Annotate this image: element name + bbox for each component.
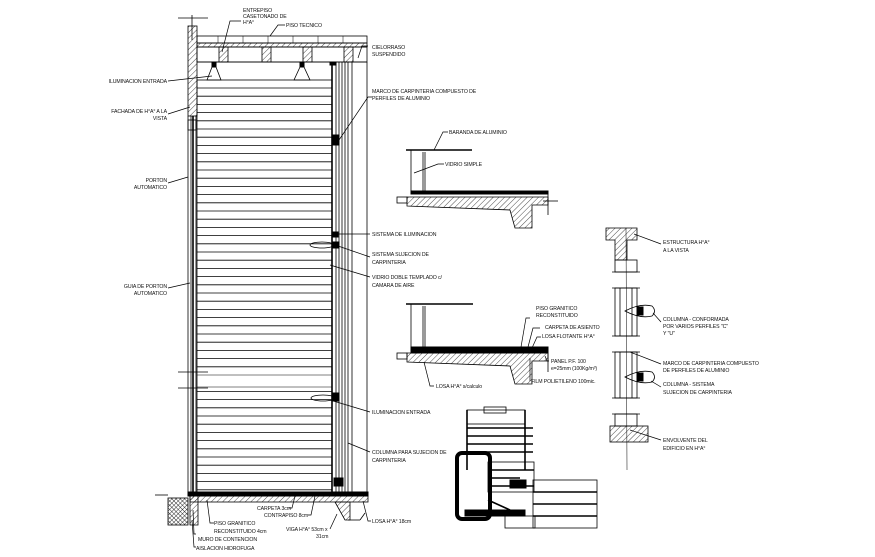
label-entrepiso-3: H°A° <box>243 20 254 26</box>
soil-fill <box>167 497 189 526</box>
right-carpentry-frame <box>309 61 368 492</box>
label-envolvente-1: ENVOLVENTE DEL <box>663 438 708 444</box>
floor-detail: PISO GRANITICO RECONSTITUIDO CARPETA DE … <box>396 303 600 390</box>
label-porton-2: AUTOMATICO <box>134 185 167 191</box>
plan-detail-column: ESTRUCTURA H°A° A LA VISTA COLUMNA - CON… <box>605 227 759 471</box>
label-muro-contencion: MURO DE CONTENCION <box>198 537 257 543</box>
label-aislacion: AISLACION HIDROFUGA <box>196 546 255 552</box>
label-vidrio-doble-1: VIDRIO DOBLE TEMPLADO c/ <box>372 275 443 281</box>
railing-detail: BARANDA DE ALUMINIO VIDRIO SIMPLE <box>396 130 558 229</box>
label-panel-1: PANEL P.F. 100 <box>551 359 586 365</box>
label-guia-porton-1: GUIA DE PORTON <box>124 284 167 290</box>
label-piso-tecnico: PISO TECNICO <box>286 23 322 29</box>
beam-section <box>334 501 351 521</box>
label-columna-sistema-2: SUJECION DE CARPINTERIA <box>663 390 733 396</box>
label-losa: LOSA H°A° 18cm <box>372 519 411 525</box>
label-marco-plan-1: MARCO DE CARPINTERIA COMPUESTO <box>663 361 759 367</box>
raised-floor-joints <box>217 36 344 43</box>
structure-column <box>605 227 638 261</box>
label-piso-granitico-detail-1: PISO GRANITICO <box>536 306 577 312</box>
label-columna-sistema-1: COLUMNA - SISTEMA <box>663 382 715 388</box>
retaining-wall <box>189 495 199 526</box>
label-estructura-2: A LA VISTA <box>663 248 689 254</box>
label-carpeta-asiento: CARPETA DE ASIENTO <box>545 325 600 331</box>
column-core-lower <box>636 372 644 382</box>
label-viga-2: 31cm <box>316 534 328 540</box>
facade-wall <box>187 25 198 117</box>
ceiling-light-fixture-right <box>293 61 311 81</box>
label-losa-calculo: LOSA H°A° s/calculo <box>436 384 482 390</box>
label-fachada-1: FACHADA DE H°A° A LA <box>111 109 167 115</box>
label-fachada-2: VISTA <box>153 116 168 122</box>
label-porton-1: PORTON <box>146 178 168 184</box>
column-core-upper <box>636 306 644 316</box>
label-marco-plan-2: DE PERFILES DE ALUMINIO <box>663 368 729 374</box>
label-carpeta: CARPETA 3cm <box>257 506 291 512</box>
column-profile-lower <box>624 370 655 384</box>
label-guia-porton-2: AUTOMATICO <box>134 291 167 297</box>
label-columna-conformada-3: Y "U" <box>663 331 675 337</box>
label-contrapiso: CONTRAPISO 8cm <box>264 513 308 519</box>
floor-slab <box>189 495 369 503</box>
envelope-wall <box>609 425 649 443</box>
label-marco-carpinteria-2: PERFILES DE ALUMINIO <box>372 96 430 102</box>
label-columna-sujecion-1: COLUMNA PARA SUJECION DE <box>372 450 447 456</box>
slab-edge-2 <box>396 352 408 360</box>
label-sistema-sujecion-1: SISTEMA SUJECION DE <box>372 252 430 258</box>
label-estructura-1: ESTRUCTURA H°A° <box>663 240 709 246</box>
balcony-slab <box>406 196 549 229</box>
roller-shutter-door <box>196 79 333 493</box>
label-losa-flotante: LOSA FLOTANTE H°A° <box>542 334 595 340</box>
label-cielorraso-2: SUSPENDIDO <box>372 52 405 58</box>
main-section-elevation: ENTREPISO CASETONADO DE H°A° PISO TECNIC… <box>109 8 477 552</box>
label-envolvente-2: EDIFICIO EN H°A° <box>663 446 705 452</box>
label-viga-1: VIGA H°A° 53cm x <box>286 527 328 533</box>
label-sistema-sujecion-2: CARPINTERIA <box>372 260 406 266</box>
label-columna-sujecion-2: CARPINTERIA <box>372 458 406 464</box>
label-piso-granitico-2: RECONSTITUIDO 4cm <box>214 529 266 535</box>
leader-lines <box>167 20 372 548</box>
label-columna-conformada-1: COLUMNA - CONFORMADA <box>663 317 729 323</box>
column-profile-upper <box>624 304 655 318</box>
column-frame-mid <box>614 287 638 337</box>
label-piso-granitico-1: PISO GRANITICO <box>214 521 255 527</box>
label-piso-granitico-detail-2: RECONSTITUIDO <box>536 313 578 319</box>
label-entrepiso-1: ENTREPISO <box>243 8 272 14</box>
label-film: FILM POLIETILENO 100mic. <box>531 379 595 385</box>
label-vidrio-doble-2: CAMARA DE AIRE <box>372 283 415 289</box>
label-baranda: BARANDA DE ALUMINIO <box>449 130 507 136</box>
label-sistema-iluminacion: SISTEMA DE ILUMINACION <box>372 232 437 238</box>
floating-slab <box>410 346 549 354</box>
floor-finish <box>187 491 369 497</box>
label-vidrio-simple: VIDRIO SIMPLE <box>445 162 483 168</box>
beam-end-line <box>359 512 366 521</box>
label-cielorraso-1: CIELORRASO <box>372 45 405 51</box>
roller-shutter-slats <box>197 87 332 491</box>
mechanical-equipment-sketch <box>455 406 598 529</box>
label-entrepiso-2: CASETONADO DE <box>243 14 287 20</box>
label-marco-carpinteria-1: MARCO DE CARPINTERIA COMPUESTO DE <box>372 89 477 95</box>
slab-hatch <box>196 42 368 48</box>
column-frame-base <box>614 413 638 427</box>
door-guide-left <box>178 116 208 495</box>
ceiling-light-fixture-left <box>206 61 222 81</box>
raised-floor <box>196 35 368 44</box>
label-iluminacion-entrada-bottom: ILUMINACION ENTRADA <box>372 410 431 416</box>
label-iluminacion-entrada-top: ILUMINACION ENTRADA <box>109 79 168 85</box>
label-columna-conformada-2: POR VARIOS PERFILES "C" <box>663 324 728 330</box>
axis-line <box>625 227 628 471</box>
slab-edge <box>396 196 408 204</box>
column-frame-low <box>614 351 638 399</box>
floor-finish-balcony <box>410 190 549 195</box>
label-panel-2: e=25mm (100Kg/m³) <box>551 366 597 372</box>
